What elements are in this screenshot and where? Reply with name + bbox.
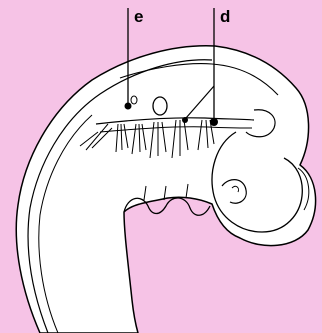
label-d: d — [220, 8, 230, 25]
label-d-point — [210, 118, 218, 126]
label-e-point — [125, 103, 132, 110]
label-e: e — [134, 8, 143, 25]
label-d-branch-point — [182, 117, 188, 123]
